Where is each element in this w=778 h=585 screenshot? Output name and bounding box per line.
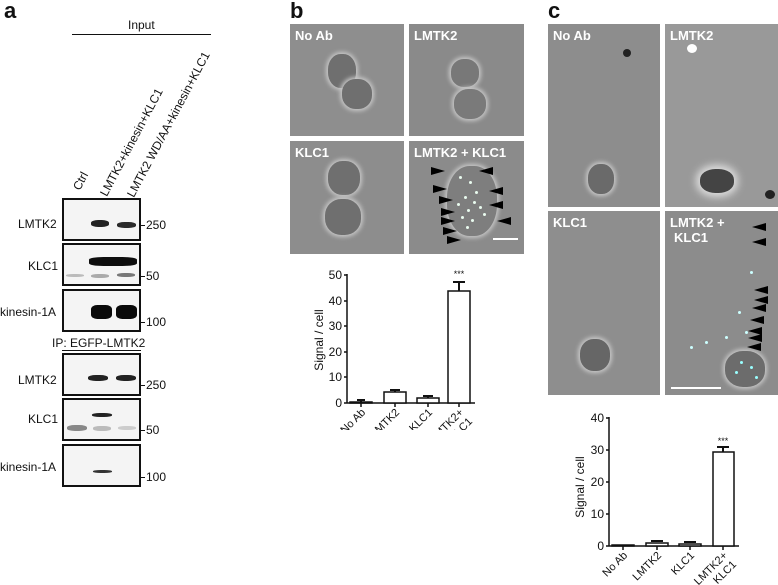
svg-text:40: 40 xyxy=(329,294,343,308)
y-axis-label-c: Signal / cell xyxy=(573,456,587,517)
svg-text:40: 40 xyxy=(591,411,605,425)
svg-text:20: 20 xyxy=(329,345,343,359)
marker-250-ip: 250 xyxy=(146,378,167,392)
marker-50: 50 xyxy=(146,269,160,283)
micrograph-c-no-ab: No Ab xyxy=(548,24,660,207)
panel-b-label: b xyxy=(290,0,304,23)
micrograph-label: KLC1 xyxy=(295,145,329,160)
blot-label-kinesin-ip: kinesin-1A xyxy=(0,460,57,474)
y-axis-label-b: Signal / cell xyxy=(312,309,326,370)
micrograph-b-lmtk2-klc1: LMTK2 + KLC1 xyxy=(409,141,524,254)
x-tick-b: KLC1 xyxy=(407,407,435,430)
x-tick-c: KLC1 xyxy=(669,550,697,578)
lane-label-ctrl: Ctrl xyxy=(70,169,92,193)
svg-text:30: 30 xyxy=(329,319,343,333)
micrograph-label: LMTK2 + KLC1 xyxy=(414,145,507,160)
svg-text:0: 0 xyxy=(597,539,604,553)
blot-label-kinesin-input: kinesin-1A xyxy=(0,305,57,319)
blot-lmtk2-input xyxy=(62,198,141,241)
blot-klc1-ip xyxy=(62,398,141,441)
marker-50-ip: 50 xyxy=(146,423,160,437)
micrograph-label: LMTK2 xyxy=(670,28,714,43)
blot-label-lmtk2-input: LMTK2 xyxy=(18,217,57,231)
micrograph-label: No Ab xyxy=(553,28,591,43)
micrograph-label: LMTK2 xyxy=(414,28,458,43)
input-header: Input xyxy=(128,18,155,32)
micrograph-label: LMTK2 +KLC1 xyxy=(670,215,725,245)
micrograph-label: No Ab xyxy=(295,28,333,43)
input-header-line xyxy=(72,34,211,35)
blot-label-klc1-input: KLC1 xyxy=(28,259,59,273)
x-tick-c: LMTK2 xyxy=(631,550,665,584)
micrograph-c-klc1: KLC1 xyxy=(548,211,660,395)
x-tick-b: No Ab xyxy=(338,407,368,430)
marker-100: 100 xyxy=(146,315,167,329)
panel-c-label: c xyxy=(548,0,561,23)
micrograph-c-lmtk2: LMTK2 xyxy=(665,24,778,207)
blot-kinesin-ip xyxy=(62,444,141,487)
micrograph-b-klc1: KLC1 xyxy=(290,141,404,254)
svg-text:0: 0 xyxy=(335,396,342,410)
blot-label-klc1-ip: KLC1 xyxy=(28,412,59,426)
scale-bar xyxy=(671,387,721,389)
blot-label-lmtk2-ip: LMTK2 xyxy=(18,373,57,387)
scale-bar xyxy=(493,238,518,240)
svg-text:50: 50 xyxy=(329,268,343,282)
micrograph-b-no-ab: No Ab xyxy=(290,24,404,136)
micrograph-c-lmtk2-klc1: LMTK2 +KLC1 xyxy=(665,211,778,395)
micrograph-b-lmtk2: LMTK2 xyxy=(409,24,524,136)
marker-250: 250 xyxy=(146,218,167,232)
bar-chart-b: Signal / cell 0 10 20 30 40 50 *** No Ab… xyxy=(312,268,475,430)
svg-text:***: *** xyxy=(718,436,729,446)
panel-a-label: a xyxy=(4,0,17,23)
blot-kinesin-input xyxy=(62,289,141,332)
ip-header-line xyxy=(62,350,141,351)
marker-100-ip: 100 xyxy=(146,470,167,484)
svg-text:10: 10 xyxy=(329,370,343,384)
x-tick-b: LMTK2 xyxy=(369,407,403,430)
svg-text:10: 10 xyxy=(591,507,605,521)
ip-header: IP: EGFP-LMTK2 xyxy=(52,336,146,350)
micrograph-label: KLC1 xyxy=(553,215,587,230)
x-tick-c: No Ab xyxy=(600,550,630,580)
svg-text:***: *** xyxy=(454,269,465,279)
svg-text:30: 30 xyxy=(591,443,605,457)
svg-text:20: 20 xyxy=(591,475,605,489)
bar-chart-c: Signal / cell 0 10 20 30 40 *** No Ab LM… xyxy=(573,411,739,585)
blot-lmtk2-ip xyxy=(62,353,141,396)
blot-klc1-input xyxy=(62,243,141,286)
